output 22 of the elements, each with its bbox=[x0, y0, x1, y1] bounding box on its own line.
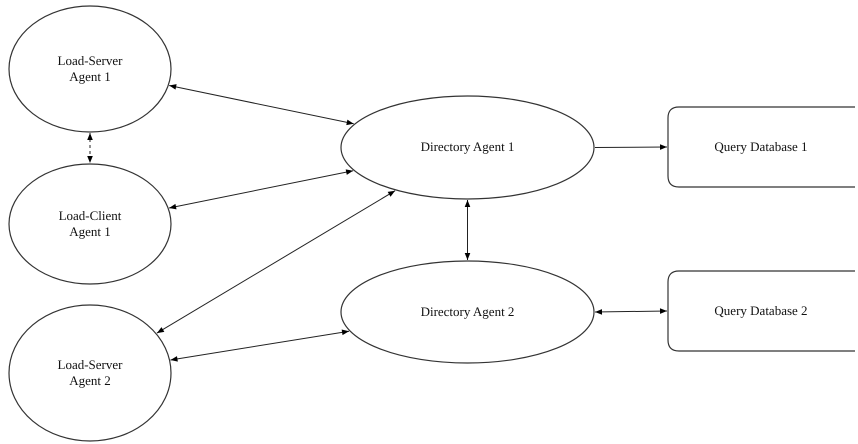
arrow bbox=[156, 190, 396, 334]
database-box bbox=[667, 106, 855, 188]
arrow bbox=[594, 144, 668, 150]
node-label: Directory Agent 2 bbox=[420, 304, 514, 320]
agent-ellipse bbox=[8, 163, 172, 285]
agent-ellipse bbox=[340, 260, 595, 364]
node-label: Query Database 2 bbox=[714, 302, 808, 320]
agent-ellipse bbox=[340, 95, 595, 200]
arrow bbox=[594, 308, 668, 315]
arrow bbox=[168, 84, 354, 126]
arrow bbox=[168, 169, 354, 210]
node-label: Load-Client Agent 1 bbox=[58, 208, 122, 240]
node-label: Query Database 1 bbox=[714, 138, 808, 156]
agent-ellipse bbox=[8, 304, 172, 442]
arrow bbox=[464, 200, 470, 260]
arrow bbox=[87, 132, 93, 164]
agent-ellipse bbox=[8, 5, 172, 133]
node-label: Load-Server Agent 1 bbox=[56, 52, 124, 86]
node-label: Load-Server Agent 2 bbox=[56, 356, 124, 390]
arrow bbox=[170, 330, 350, 362]
database-box bbox=[667, 270, 855, 352]
node-label: Directory Agent 1 bbox=[420, 139, 514, 156]
